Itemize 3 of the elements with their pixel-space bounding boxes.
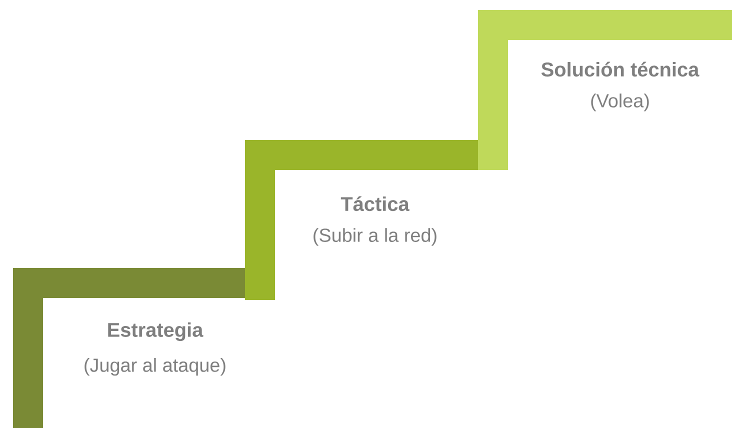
step-band: Solución técnica (Volea) [478,10,732,170]
step-band: Táctica (Subir a la red) [245,140,478,300]
step-band: Estrategia (Jugar al ataque) [13,268,245,428]
